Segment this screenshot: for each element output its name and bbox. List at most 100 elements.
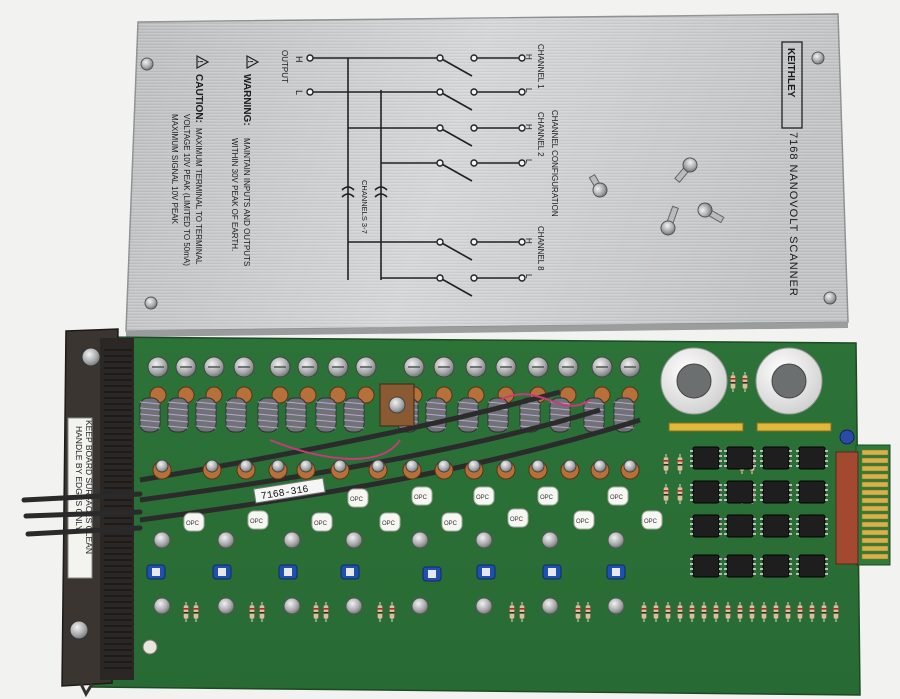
resistor-band [663,460,669,462]
ic-pin [789,484,792,486]
terminal-screw-icon [155,459,169,473]
ic-pin [796,523,799,525]
ic-chip [762,554,790,578]
ic-chip [762,480,790,504]
ic-pin [753,528,756,530]
resistor-band [249,612,255,614]
toroid-winding [167,425,189,429]
disc-capacitor [641,510,663,530]
toroid-winding [457,425,479,429]
ic-pin [753,523,756,525]
ic-pin [690,523,693,525]
terminal-post [357,386,375,404]
resistor-band [313,612,319,614]
toroid-winding [583,419,605,423]
resistor-band [730,378,736,380]
ic-chip [726,514,754,538]
ic-pin [825,484,828,486]
resistor-band [713,608,719,610]
resistor-band [742,378,748,380]
resistor-band [575,608,581,610]
toroid-winding [487,425,509,429]
resistor-band [730,382,736,384]
capacitor-print: OPC [314,521,328,527]
ic-pin [796,450,799,452]
pink-wire [269,439,401,460]
resistor-band [193,612,199,614]
capacitor-print: OPC [510,517,524,523]
ic-chip [692,554,720,578]
resistor-band [797,612,803,614]
disc-capacitor [473,486,495,506]
ic-pin [760,518,763,520]
toroid-winding [549,407,571,411]
warning-title: WARNING: [241,74,252,126]
ic-pin [796,573,799,575]
resistor-band [509,612,515,614]
ic-pin [796,489,799,491]
terminal-screw-icon [239,459,253,473]
toroid-winding [139,419,161,423]
ic-pin [789,568,792,570]
resistor-band [833,612,839,614]
gold-finger [861,489,889,496]
ic-pin [825,533,828,535]
gold-finger [861,497,889,504]
toroid-winding [195,419,217,423]
ic-chip [798,554,826,578]
resistor-band [665,608,671,610]
ic-pin [825,523,828,525]
ic-pin [719,558,722,560]
terminal-screw-icon [299,459,313,473]
resistor-band [821,612,827,614]
disc-capacitor [441,512,463,532]
toroid-winding [257,419,279,423]
solder-pad [475,531,493,549]
ic-pin [719,568,722,570]
ic-pin [719,455,722,457]
handle-label-line2: HANDLE BY EDGES ONLY [74,426,84,531]
yellow-header [756,422,832,432]
toroid-winding [139,407,161,411]
terminal-screw-icon [333,459,347,473]
capacitor-print: OPC [476,495,490,501]
svg-text:KEITHLEY: KEITHLEY [785,48,796,98]
ic-pin [753,484,756,486]
ic-pin [760,568,763,570]
toroid-winding [425,413,447,417]
ic-pin [825,455,828,457]
ic-pin [690,533,693,535]
resistor-band [259,612,265,614]
resistor-band [389,608,395,610]
resistor-band [677,612,683,614]
resistor-band [323,612,329,614]
toroid-winding [285,401,307,405]
ic-chip [762,446,790,470]
disc-capacitor [573,510,595,530]
toroid-winding [487,419,509,423]
ic-pin [760,494,763,496]
ic-pin [753,494,756,496]
solder-pad [541,597,559,615]
toroid-winding [225,401,247,405]
toroid-winding [285,407,307,411]
ic-pin [724,460,727,462]
ic-pin [690,563,693,565]
resistor-band [389,612,395,614]
capacitor-print: OPC [540,495,554,501]
ic-pin [796,465,799,467]
ic-chip [692,446,720,470]
toroid-winding [613,401,635,405]
ic-pin [789,533,792,535]
gold-finger [861,449,889,456]
toroid-winding [425,407,447,411]
ic-pin [690,518,693,520]
ic-pin [719,494,722,496]
resistor-band [677,608,683,610]
ic-pin [789,523,792,525]
channel-schematic [312,57,522,297]
terminal-screw-icon [563,459,577,473]
toroid-winding [225,413,247,417]
ic-pin [789,528,792,530]
ic-pin [719,533,722,535]
